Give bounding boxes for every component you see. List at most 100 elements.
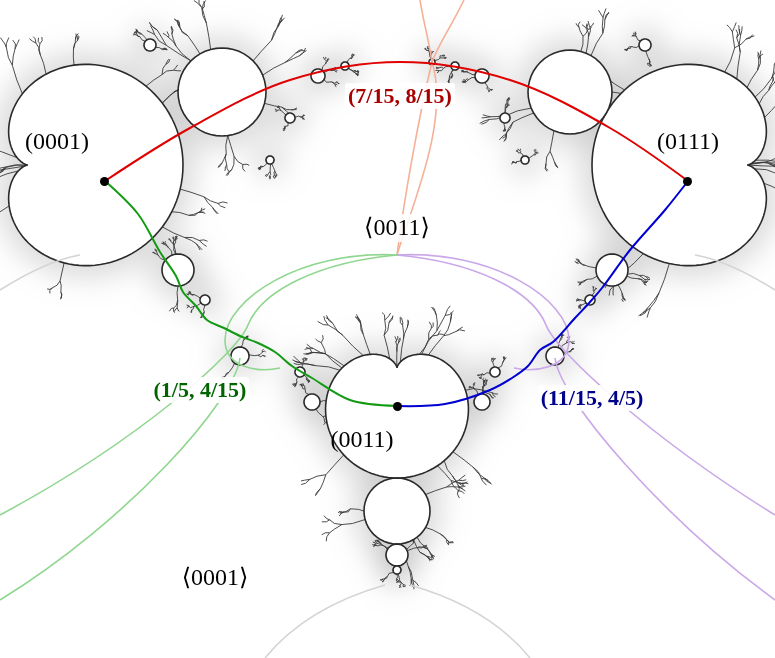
center-dot <box>393 402 402 411</box>
filament <box>198 211 203 213</box>
filament <box>162 227 184 238</box>
filament <box>459 487 466 491</box>
filament <box>511 162 513 164</box>
filament <box>431 323 433 329</box>
filament <box>440 57 444 58</box>
filament <box>263 63 285 76</box>
filament <box>469 77 476 79</box>
filament <box>204 305 205 312</box>
filament <box>746 35 753 39</box>
filament <box>176 236 178 239</box>
filament <box>174 65 178 70</box>
filament <box>414 540 420 553</box>
component-node: (0011) <box>330 401 402 454</box>
filament <box>400 581 403 584</box>
filament <box>331 82 334 85</box>
filament <box>283 128 284 130</box>
filament <box>190 310 192 312</box>
filament <box>316 339 322 343</box>
filament <box>306 352 313 354</box>
filament <box>189 212 199 215</box>
filament <box>166 59 170 64</box>
filament <box>571 349 573 350</box>
filament <box>187 307 189 309</box>
filament <box>171 27 172 34</box>
filament <box>259 167 261 169</box>
filament <box>576 262 579 263</box>
filament <box>321 335 323 342</box>
filament <box>339 512 343 516</box>
filament <box>266 175 267 177</box>
filament <box>637 37 641 41</box>
filament <box>651 293 660 308</box>
filament <box>424 548 428 549</box>
hyperbolic-component <box>490 367 500 377</box>
filament <box>737 29 740 38</box>
filament <box>579 306 580 307</box>
filament <box>389 317 393 323</box>
halo-shape <box>200 295 210 305</box>
filament <box>258 352 263 355</box>
filament <box>529 155 534 159</box>
filament <box>73 49 75 65</box>
filament <box>307 344 313 348</box>
filament <box>316 488 321 494</box>
filament <box>187 293 190 295</box>
filament <box>490 394 494 398</box>
edge-label: (7/15, 8/15) <box>345 83 455 108</box>
filament <box>755 78 772 97</box>
filament <box>164 48 166 49</box>
filament <box>173 237 175 240</box>
filament <box>177 300 179 308</box>
filament <box>417 537 426 548</box>
filament <box>609 286 613 296</box>
filament <box>586 37 588 53</box>
filament <box>174 245 176 254</box>
filament <box>234 156 243 164</box>
filament <box>504 127 505 130</box>
filament <box>625 49 628 50</box>
filament <box>343 335 363 355</box>
filament <box>389 316 393 323</box>
filament <box>560 336 562 340</box>
filament <box>385 313 391 320</box>
filament <box>136 29 138 31</box>
filament <box>554 162 558 168</box>
filament <box>169 38 177 47</box>
filament <box>772 76 773 82</box>
filament <box>442 55 444 57</box>
filament <box>646 277 650 279</box>
filament <box>174 245 176 254</box>
filament <box>162 64 166 74</box>
filament <box>356 74 358 76</box>
filament <box>643 282 645 285</box>
filament <box>536 152 538 153</box>
filament <box>638 308 647 316</box>
filament <box>265 103 282 107</box>
filament <box>189 213 198 216</box>
filament <box>222 154 226 163</box>
hyperbolic-component <box>326 354 469 478</box>
filament <box>191 310 192 313</box>
filament <box>424 547 428 549</box>
filament <box>627 47 631 49</box>
edge-label: (1/5, 4/15) <box>151 377 250 402</box>
filament <box>423 546 426 547</box>
filament <box>187 293 189 295</box>
filament <box>164 241 166 244</box>
filament <box>330 525 342 533</box>
filament <box>585 265 596 268</box>
filament <box>741 26 743 35</box>
hyperbolic-component <box>178 48 266 136</box>
filament <box>580 307 581 309</box>
filament <box>483 115 491 117</box>
filament <box>643 308 651 313</box>
filament <box>136 30 138 32</box>
filament <box>180 189 204 197</box>
filament <box>507 104 508 105</box>
filament <box>437 315 445 330</box>
filament <box>772 77 774 82</box>
filament <box>485 82 488 87</box>
filament <box>384 577 387 580</box>
filament <box>757 58 760 70</box>
